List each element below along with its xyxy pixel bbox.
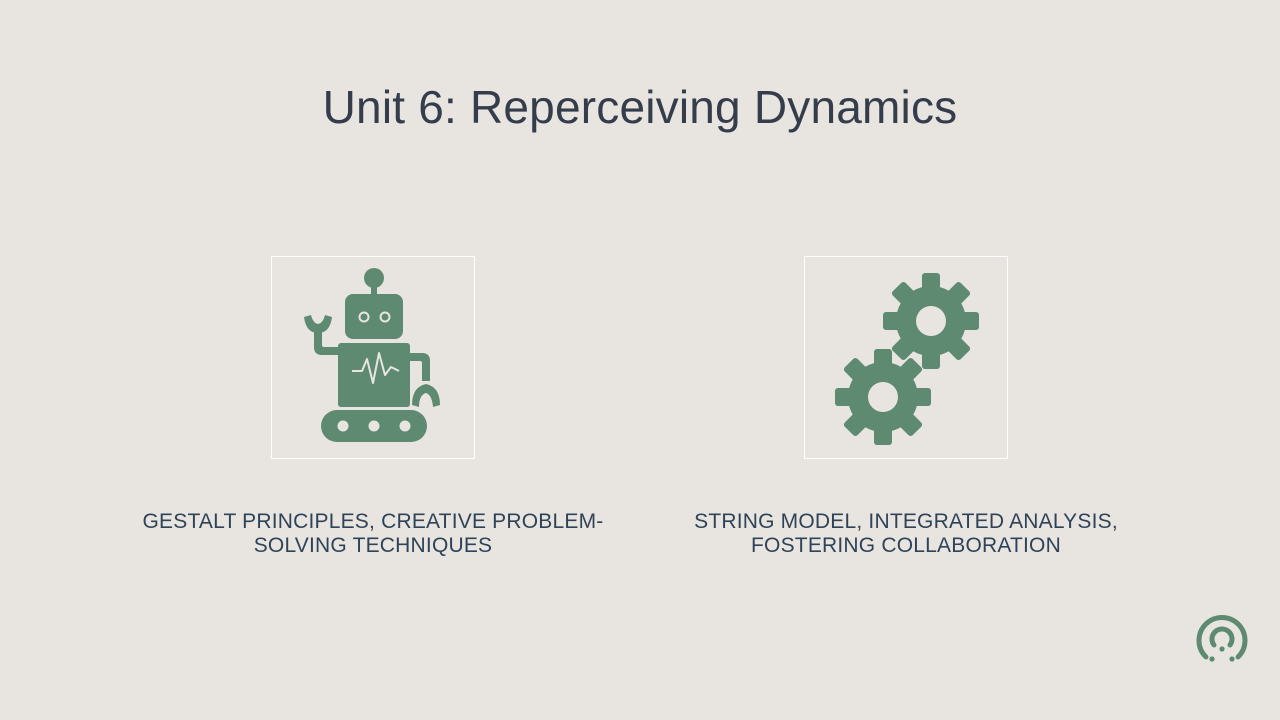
robot-card <box>271 256 475 459</box>
slide-title: Unit 6: Reperceiving Dynamics <box>322 81 958 133</box>
brand-logo-icon <box>1196 614 1248 662</box>
caption-string-model: STRING MODEL, INTEGRATED ANALYSIS, FOSTE… <box>694 510 1118 557</box>
robot-icon <box>304 268 440 442</box>
caption-gestalt: GESTALT PRINCIPLES, CREATIVE PROBLEM-SOL… <box>142 510 604 557</box>
gears-icon <box>835 273 979 445</box>
gears-card <box>804 256 1008 459</box>
